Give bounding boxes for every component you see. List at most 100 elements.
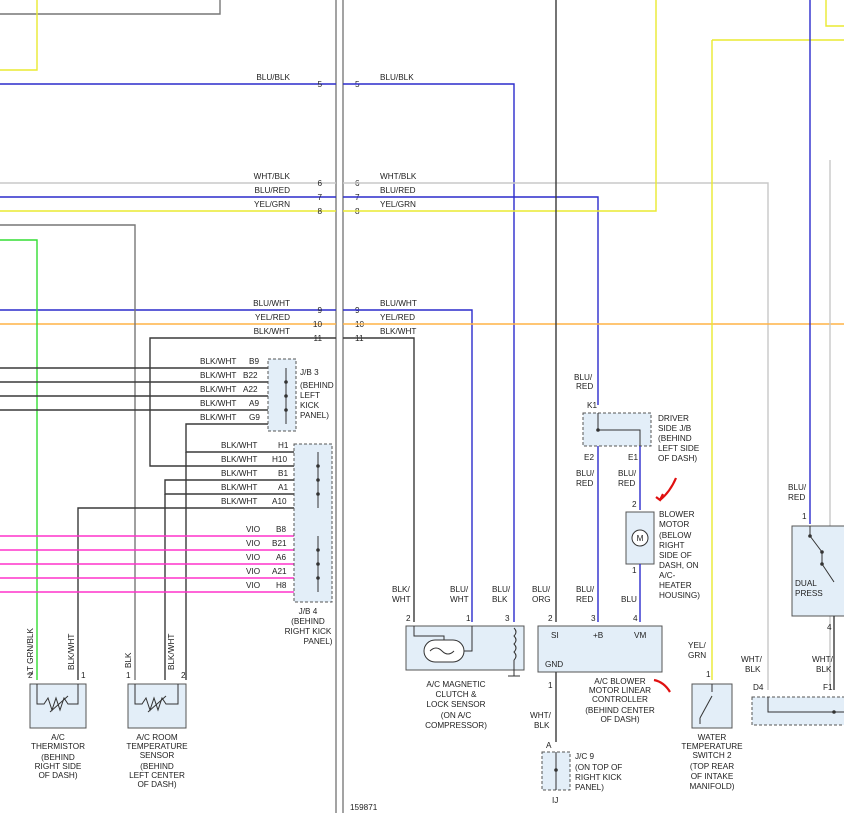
driver-jb-wire-out-1b: RED: [576, 479, 593, 488]
controller-terminal-si: SI: [551, 631, 559, 640]
dual-press-node-2: [820, 550, 824, 554]
clutch-wire-2a: BLU/: [450, 585, 469, 594]
clutch-wire-1b: WHT: [392, 595, 411, 604]
left-wire-pin-8: 8: [317, 207, 322, 216]
thermistor-label-1: A/C: [51, 733, 65, 742]
left-wire-label-5: BLU/BLK: [256, 73, 290, 82]
figure-id: 159871: [350, 803, 378, 812]
jb3-connector: BLK/WHT B9 BLK/WHT B22 BLK/WHT A22 BLK/W…: [200, 357, 334, 432]
right-wire-label-7: BLU/RED: [380, 186, 416, 195]
left-wire-pin-11: 11: [314, 334, 323, 343]
room-sensor-label-2: TEMPERATURE: [126, 742, 188, 751]
blower-label-3: (BELOW: [659, 531, 692, 540]
left-wire-pin-6: 6: [317, 179, 322, 188]
blower-label-7: A/C-: [659, 571, 676, 580]
wire-right-7: [343, 196, 599, 405]
driver-side-jb: BLU/ RED K1 E2 E1 BLU/ RED BLU/ RED DRIV…: [574, 373, 700, 622]
right-wire-label-10: YEL/RED: [380, 313, 415, 322]
water-switch-label-3: SWITCH 2: [692, 751, 732, 760]
clutch-label-2: CLUTCH &: [436, 690, 477, 699]
controller-wire-3: BLU: [621, 595, 637, 604]
driver-jb-pin-e1: E1: [628, 453, 638, 462]
br-pin-f1: F1: [823, 683, 833, 692]
jc9-node: [554, 768, 558, 772]
clutch-pin-2: 2: [406, 614, 411, 623]
jb3-pin-1: B9: [249, 357, 259, 366]
blower-linear-controller: BLU/ ORG BLU/ RED BLU 2 3 4 1 SI +B VM G…: [532, 585, 663, 742]
clutch-label-3: LOCK SENSOR: [426, 700, 485, 709]
driver-jb-label-1: DRIVER: [658, 414, 689, 423]
jb4-vio-wire-1: VIO: [246, 525, 260, 534]
br-node: [832, 710, 836, 714]
jb3-pin-2: B22: [243, 371, 258, 380]
jb4-vio-pin-5: H8: [276, 581, 287, 590]
room-sensor-label-4: (BEHIND: [140, 762, 174, 771]
water-switch-contact: [699, 695, 713, 719]
thermistor-wire-2: BLK/WHT: [67, 634, 76, 670]
jb4-label-1: J/B 4: [299, 607, 318, 616]
jb3-node-3: [284, 408, 288, 412]
wire-right-8: [343, 0, 657, 212]
jb4-node-5: [316, 562, 320, 566]
controller-terminal-b: +B: [593, 631, 604, 640]
wire-gray-room: [0, 224, 136, 680]
controller-label-1: A/C BLOWER: [594, 677, 645, 686]
jb3-pin-5: G9: [249, 413, 260, 422]
controller-label-5: OF DASH): [600, 715, 639, 724]
jc9-wire-1: WHT/: [530, 711, 552, 720]
jb4-pin-2: H10: [272, 455, 287, 464]
dual-pressure-switch: BLU/ RED 1 DUAL PRESS 4: [788, 483, 844, 690]
right-wire-label-6: WHT/BLK: [380, 172, 417, 181]
clutch-wire-1a: BLK/: [392, 585, 410, 594]
room-sensor-pin-2: 2: [181, 671, 186, 680]
water-switch-label-2: TEMPERATURE: [681, 742, 743, 751]
dual-press-label-2: PRESS: [795, 589, 823, 598]
jb4-vio-wire-2: VIO: [246, 539, 260, 548]
driver-jb-wire-in-1: BLU/: [574, 373, 593, 382]
jb4-node-1: [316, 464, 320, 468]
jb4-node-2: [316, 478, 320, 482]
right-wire-label-5: BLU/BLK: [380, 73, 414, 82]
wire-right-9: [343, 309, 473, 622]
room-sensor-label-6: OF DASH): [137, 780, 176, 789]
blower-pin-1: 1: [632, 566, 637, 575]
thermistor-pin-1: 2: [28, 671, 33, 680]
controller-wire-2a: BLU/: [576, 585, 595, 594]
jc9-wire-2: BLK: [534, 721, 550, 730]
clutch-box: [405, 625, 525, 671]
jb3-node-2: [284, 394, 288, 398]
clutch-wire-3b: BLK: [492, 595, 508, 604]
room-sensor-symbol: [134, 684, 179, 712]
jb4-vio-pin-3: A6: [276, 553, 286, 562]
dual-press-node-3: [820, 562, 824, 566]
room-sensor-arrow: [147, 695, 167, 713]
jc9-connector: WHT/ BLK 1 A IJ J/C 9 (ON TOP OF RIGHT K…: [530, 711, 622, 805]
jc9-pin-a: A: [546, 741, 552, 750]
jb4-wire-1: BLK/WHT: [221, 441, 257, 450]
thermistor-arrow: [49, 695, 69, 713]
dual-press-wire-2: RED: [788, 493, 805, 502]
left-wire-label-9: BLU/WHT: [253, 299, 290, 308]
room-sensor-wire-2: BLK/WHT: [167, 634, 176, 670]
thermistor-box: [29, 683, 87, 729]
clutch-wire-3a: BLU/: [492, 585, 511, 594]
blower-label-8: HEATER: [659, 581, 692, 590]
jb4-node-4: [316, 548, 320, 552]
br-wire-1b: BLK: [745, 665, 761, 674]
jb4-box: [293, 443, 333, 603]
jb4-wire-2: BLK/WHT: [221, 455, 257, 464]
blower-pin-2: 2: [632, 500, 637, 509]
driver-jb-label-3: (BEHIND: [658, 434, 692, 443]
water-switch-wire-2: GRN: [688, 651, 706, 660]
driver-jb-wire-out-1a: BLU/: [576, 469, 595, 478]
left-wire-pin-10: 10: [313, 320, 323, 329]
left-wire-label-6: WHT/BLK: [254, 172, 291, 181]
right-wire-label-9: BLU/WHT: [380, 299, 417, 308]
dual-press-pin-1: 1: [802, 512, 807, 521]
jb3-pin-4: A9: [249, 399, 259, 408]
driver-jb-label-2: SIDE J/B: [658, 424, 692, 433]
room-sensor-wire-1: BLK: [124, 652, 133, 668]
wire-right-11: [343, 337, 415, 622]
blower-label-6: DASH, ON: [659, 561, 699, 570]
jc9-pin-ij: IJ: [552, 796, 558, 805]
